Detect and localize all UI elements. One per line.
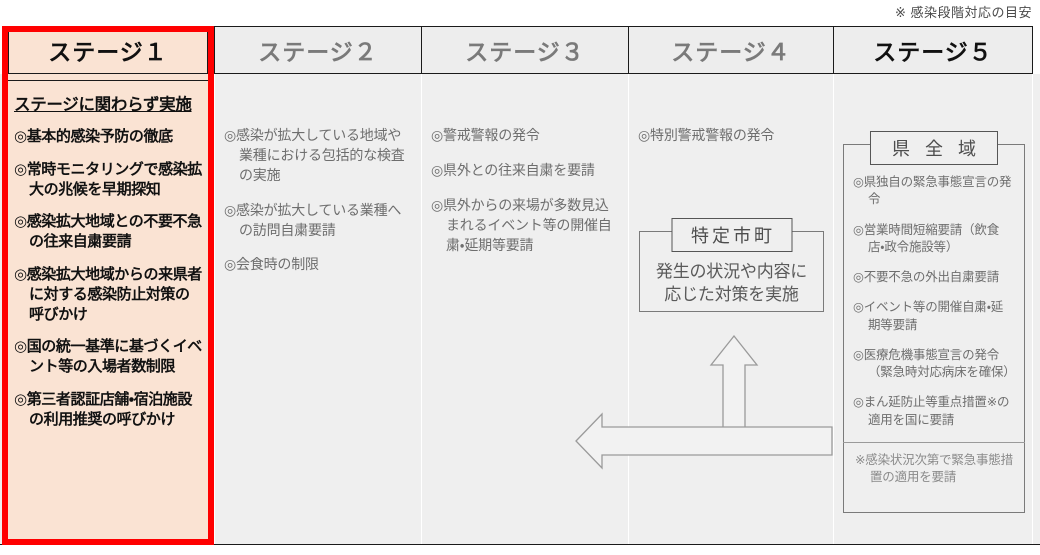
- specific-municipality-box: 特定市町 発生の状況や内容に応じた対策を実施: [639, 218, 824, 312]
- list-item: ◎感染拡大地域からの来県者に対する感染防止対策の呼びかけ: [14, 265, 202, 323]
- list-item: ◎県独自の緊急事態宣言の発令: [853, 175, 1012, 207]
- list-item: ◎常時モニタリングで感染拡大の兆候を早期探知: [14, 160, 202, 198]
- list-item: ◎感染拡大地域との不要不急の往来自粛要請: [14, 213, 202, 251]
- column-content-3: ◎警戒警報の発令 ◎県外との往来自粛を要請 ◎県外からの来場が多数見込まれるイベ…: [421, 74, 629, 544]
- column-content-4: ◎特別警戒警報の発令: [628, 74, 834, 544]
- list-item: ◎県外との往来自粛を要請: [431, 161, 595, 178]
- list-item: ◎国の統一基準に基づくイベント等の入場者数制限: [14, 338, 202, 376]
- column-content-2: ◎感染が拡大している地域や業種における包括的な検査の実施 ◎感染が拡大している業…: [214, 74, 422, 544]
- list-item: ◎警戒警報の発令: [431, 127, 540, 143]
- list-item: ◎イベント等の開催自粛・延期等要請: [853, 300, 1004, 332]
- prefecture-wide-box: 県 全 域 ◎県独自の緊急事態宣言の発令 ◎営業時間短縮要請（飲食店・政令施設等…: [843, 131, 1025, 513]
- list-item: ◎不要不急の外出自粛要請: [853, 270, 1000, 284]
- list-item: ◎まん延防止等重点措置※の適用を国に要請: [853, 395, 1010, 427]
- specific-municipality-text: 発生の状況や内容に応じた対策を実施: [655, 262, 808, 304]
- prefecture-wide-body: ◎県独自の緊急事態宣言の発令 ◎営業時間短縮要請（飲食店・政令施設等） ◎不要不…: [843, 144, 1025, 513]
- stage-header-5[interactable]: ステージ５: [833, 26, 1033, 74]
- list-item: ◎県外からの来場が多数見込まれるイベント等の開催自粛・延期等要請: [431, 196, 612, 253]
- specific-municipality-body: 発生の状況や内容に応じた対策を実施: [639, 231, 824, 312]
- stage1-content: ステージに関わらず実施 ◎基本的感染予防の徹底 ◎常時モニタリングで感染拡大の兆…: [8, 80, 208, 539]
- list-item: ◎感染が拡大している地域や業種における包括的な検査の実施: [224, 127, 405, 183]
- list-item: ◎基本的感染予防の徹底: [14, 128, 173, 145]
- list-item: ◎感染が拡大している業種への訪問自粛要請: [224, 201, 402, 238]
- list-item: ◎医療危機事態宣言の発令（緊急時対応病床を確保）: [853, 347, 1016, 379]
- prefecture-wide-box-outline: [843, 144, 1025, 513]
- stage-header-3[interactable]: ステージ３: [421, 26, 629, 74]
- top-note: ※ 感染段階対応の目安: [894, 5, 1032, 20]
- prefecture-wide-footnote: ※感染状況次第で緊急事態措置の適用を要請: [855, 452, 1013, 484]
- stage-header-2[interactable]: ステージ２: [214, 26, 422, 74]
- prefecture-wide-label: 県 全 域: [869, 131, 999, 165]
- list-item: ◎営業時間短縮要請（飲食店・政令施設等）: [853, 222, 1000, 254]
- list-item: ◎会食時の制限: [224, 256, 319, 273]
- prefecture-wide-footnote-area: ※感染状況次第で緊急事態措置の適用を要請: [843, 441, 1025, 487]
- stage-header-4[interactable]: ステージ４: [628, 26, 834, 74]
- stage1-header-overlay[interactable]: ステージ１: [8, 26, 208, 74]
- specific-municipality-label: 特定市町: [671, 218, 792, 252]
- list-item: ◎第三者認証店舗・宿泊施設の利用推奨の呼びかけ: [14, 390, 192, 428]
- list-item: ◎特別警戒警報の発令: [638, 127, 775, 143]
- stage1-title: ステージに関わらず実施: [14, 96, 192, 114]
